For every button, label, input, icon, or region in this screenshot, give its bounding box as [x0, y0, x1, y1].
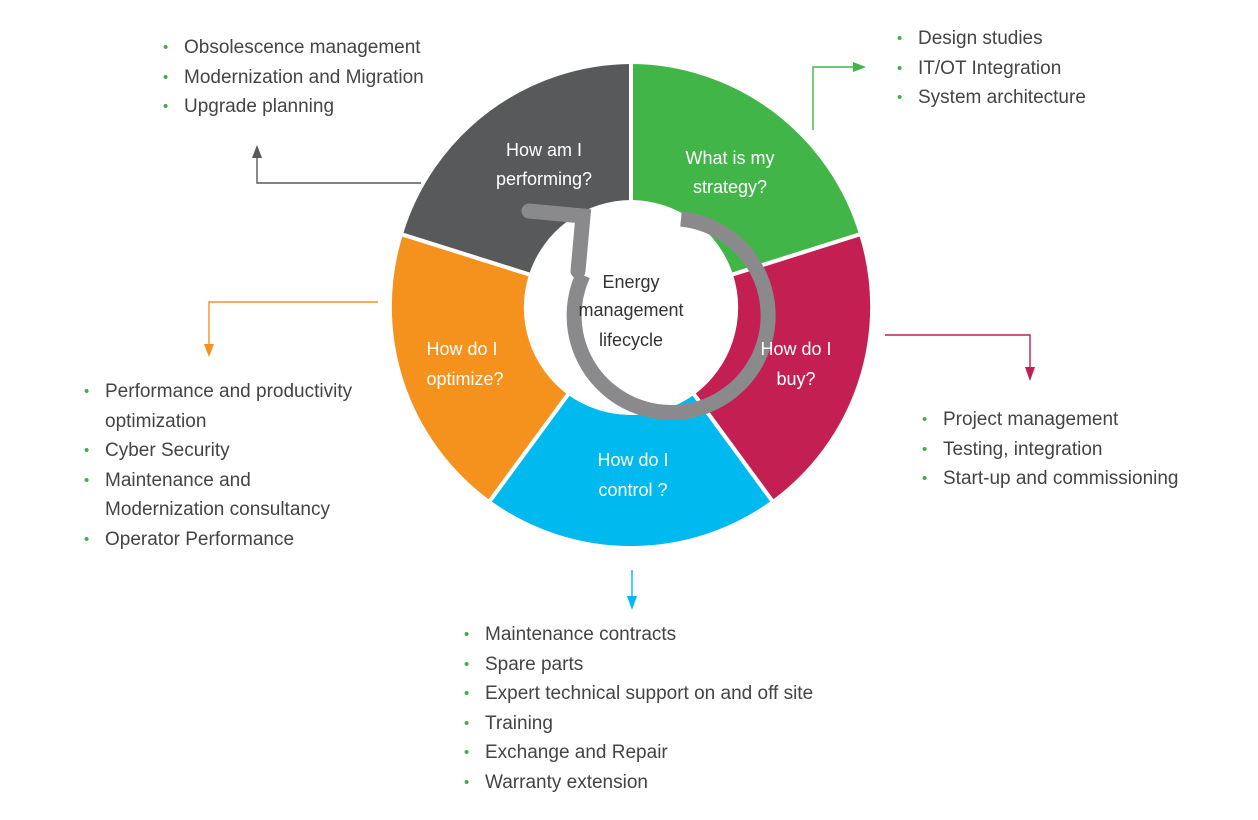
list-item: Warranty extension: [464, 768, 884, 798]
segment-strategy-label-2: strategy?: [693, 177, 767, 197]
segment-buy: [690, 231, 875, 505]
list-item: Expert technical support on and off site: [464, 679, 884, 709]
segment-buy-label-1: How do I: [760, 339, 831, 359]
center-title-line2: management: [578, 300, 683, 320]
list-optimize: Performance and productivity optimizatio…: [84, 377, 374, 554]
list-item: Upgrade planning: [163, 92, 483, 122]
list-strategy: Design studies IT/OT Integration System …: [897, 24, 1197, 113]
connector-performing: [252, 145, 421, 184]
list-performing: Obsolescence management Modernization an…: [163, 33, 483, 122]
connector-buy: [885, 334, 1035, 381]
cycle-arrow-icon: [566, 211, 776, 420]
cycle-arrow-head-icon: [521, 203, 592, 279]
segment-optimize: [387, 231, 572, 505]
list-item: Obsolescence management: [163, 33, 483, 63]
center-title-line1: Energy: [602, 272, 659, 292]
list-item: Project management: [922, 405, 1242, 435]
segment-performing-label-2: performing?: [496, 169, 592, 189]
segment-strategy-label-1: What is my: [685, 148, 774, 168]
segment-control-label-2: control ?: [598, 480, 667, 500]
list-control: Maintenance contracts Spare parts Expert…: [464, 620, 884, 797]
list-item: Maintenance and Modernization consultanc…: [84, 466, 374, 525]
list-item: Training: [464, 709, 884, 739]
segment-optimize-label-2: optimize?: [426, 369, 503, 389]
segment-control-label-1: How do I: [597, 450, 668, 470]
connector-strategy: [812, 62, 866, 130]
connector-optimize: [204, 301, 378, 357]
list-buy: Project management Testing, integration …: [922, 405, 1242, 494]
list-item: Testing, integration: [922, 435, 1242, 465]
list-item: Start-up and commissioning: [922, 464, 1242, 494]
list-item: Design studies: [897, 24, 1197, 54]
list-item: System architecture: [897, 83, 1197, 113]
segment-optimize-label-1: How do I: [426, 339, 497, 359]
segment-buy-label-2: buy?: [776, 369, 815, 389]
list-item: Operator Performance: [84, 525, 374, 555]
center-title-line3: lifecycle: [599, 330, 663, 350]
connector-control: [627, 570, 637, 610]
list-item: Performance and productivity optimizatio…: [84, 377, 374, 436]
segment-performing-label-1: How am I: [506, 140, 582, 160]
list-item: Modernization and Migration: [163, 63, 483, 93]
list-item: IT/OT Integration: [897, 54, 1197, 84]
list-item: Exchange and Repair: [464, 738, 884, 768]
list-item: Maintenance contracts: [464, 620, 884, 650]
list-item: Spare parts: [464, 650, 884, 680]
list-item: Cyber Security: [84, 436, 374, 466]
